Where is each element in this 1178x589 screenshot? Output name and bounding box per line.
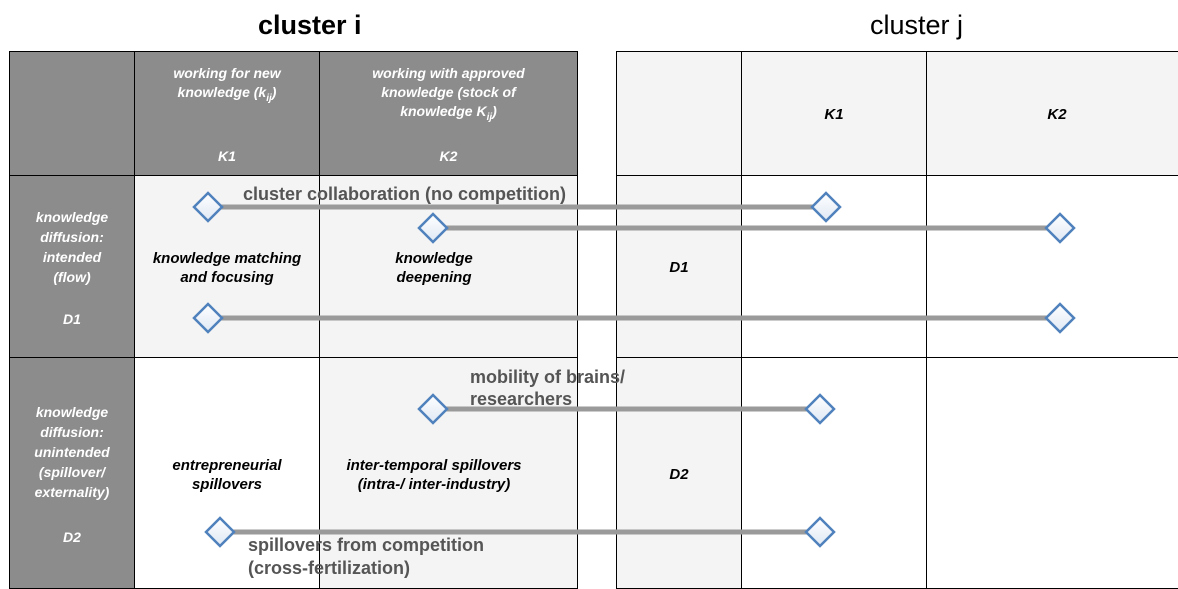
cluster-j-cell-d1-k2 (926, 175, 1178, 358)
node-icon (192, 302, 224, 334)
cluster-j-cell-d2-k1 (741, 357, 927, 589)
node-icon (804, 393, 836, 425)
row-d2-description: knowledge diffusion: unintended (spillov… (34, 404, 110, 500)
cell-d2-k2-text: inter-temporal spillovers (intra-/ inter… (346, 457, 522, 493)
cluster-j-header-k2 (926, 51, 1178, 176)
cell-d1-k1-text: knowledge matching and focusing (152, 250, 302, 286)
cluster-j-header-k2-code: K2 (1047, 106, 1067, 123)
cell-d2-k2 (319, 357, 578, 589)
cell-d2-k1 (134, 357, 320, 589)
cluster-j-header-k1-code: K1 (824, 106, 844, 123)
annotation-mobility-line1: mobility of brains/ (470, 367, 626, 387)
header-k2-description: working with approved knowledge (stock o… (372, 65, 525, 123)
cell-d2-k1-text: entrepreneurial spillovers (172, 457, 282, 493)
node-icon (810, 191, 842, 223)
row-d1-code: D1 (63, 311, 81, 327)
node-icon (204, 516, 236, 548)
node-icon (1044, 302, 1076, 334)
node-icon (1044, 212, 1076, 244)
cluster-j-title: cluster j (870, 10, 964, 40)
cluster-j-header-k1 (741, 51, 927, 176)
cluster-j-row-header-d2 (616, 357, 742, 589)
cluster-j-corner-cell (616, 51, 742, 176)
annotation-collaboration: cluster collaboration (no competition) (243, 184, 567, 204)
annotation-competition-line1: spillovers from competition (248, 535, 485, 555)
cluster-i-corner-cell (9, 51, 135, 176)
cluster-i-header-k2 (319, 51, 578, 176)
cluster-j-cell-d2-k2 (926, 357, 1178, 589)
annotation-mobility-line2: researchers (470, 389, 573, 409)
node-icon (804, 516, 836, 548)
cluster-j-row-d2-code: D2 (669, 466, 689, 483)
annotation-competition-line2: (cross-fertilization) (248, 558, 411, 578)
cell-d1-k2-text: knowledge deepening (395, 250, 473, 286)
row-d2-code: D2 (63, 529, 81, 545)
node-icon (417, 212, 449, 244)
cluster-j-row-d1-code: D1 (669, 259, 689, 276)
row-d1-description: knowledge diffusion: intended (flow) (35, 209, 109, 285)
node-icon (192, 191, 224, 223)
node-icon (417, 393, 449, 425)
cluster-i-title: cluster i (258, 10, 362, 40)
cluster-i-row-header-d2 (9, 357, 135, 589)
header-k2-code: K2 (439, 148, 458, 164)
header-k1-description: working for new knowledge (kij) (173, 65, 281, 104)
header-k1-code: K1 (218, 148, 236, 164)
